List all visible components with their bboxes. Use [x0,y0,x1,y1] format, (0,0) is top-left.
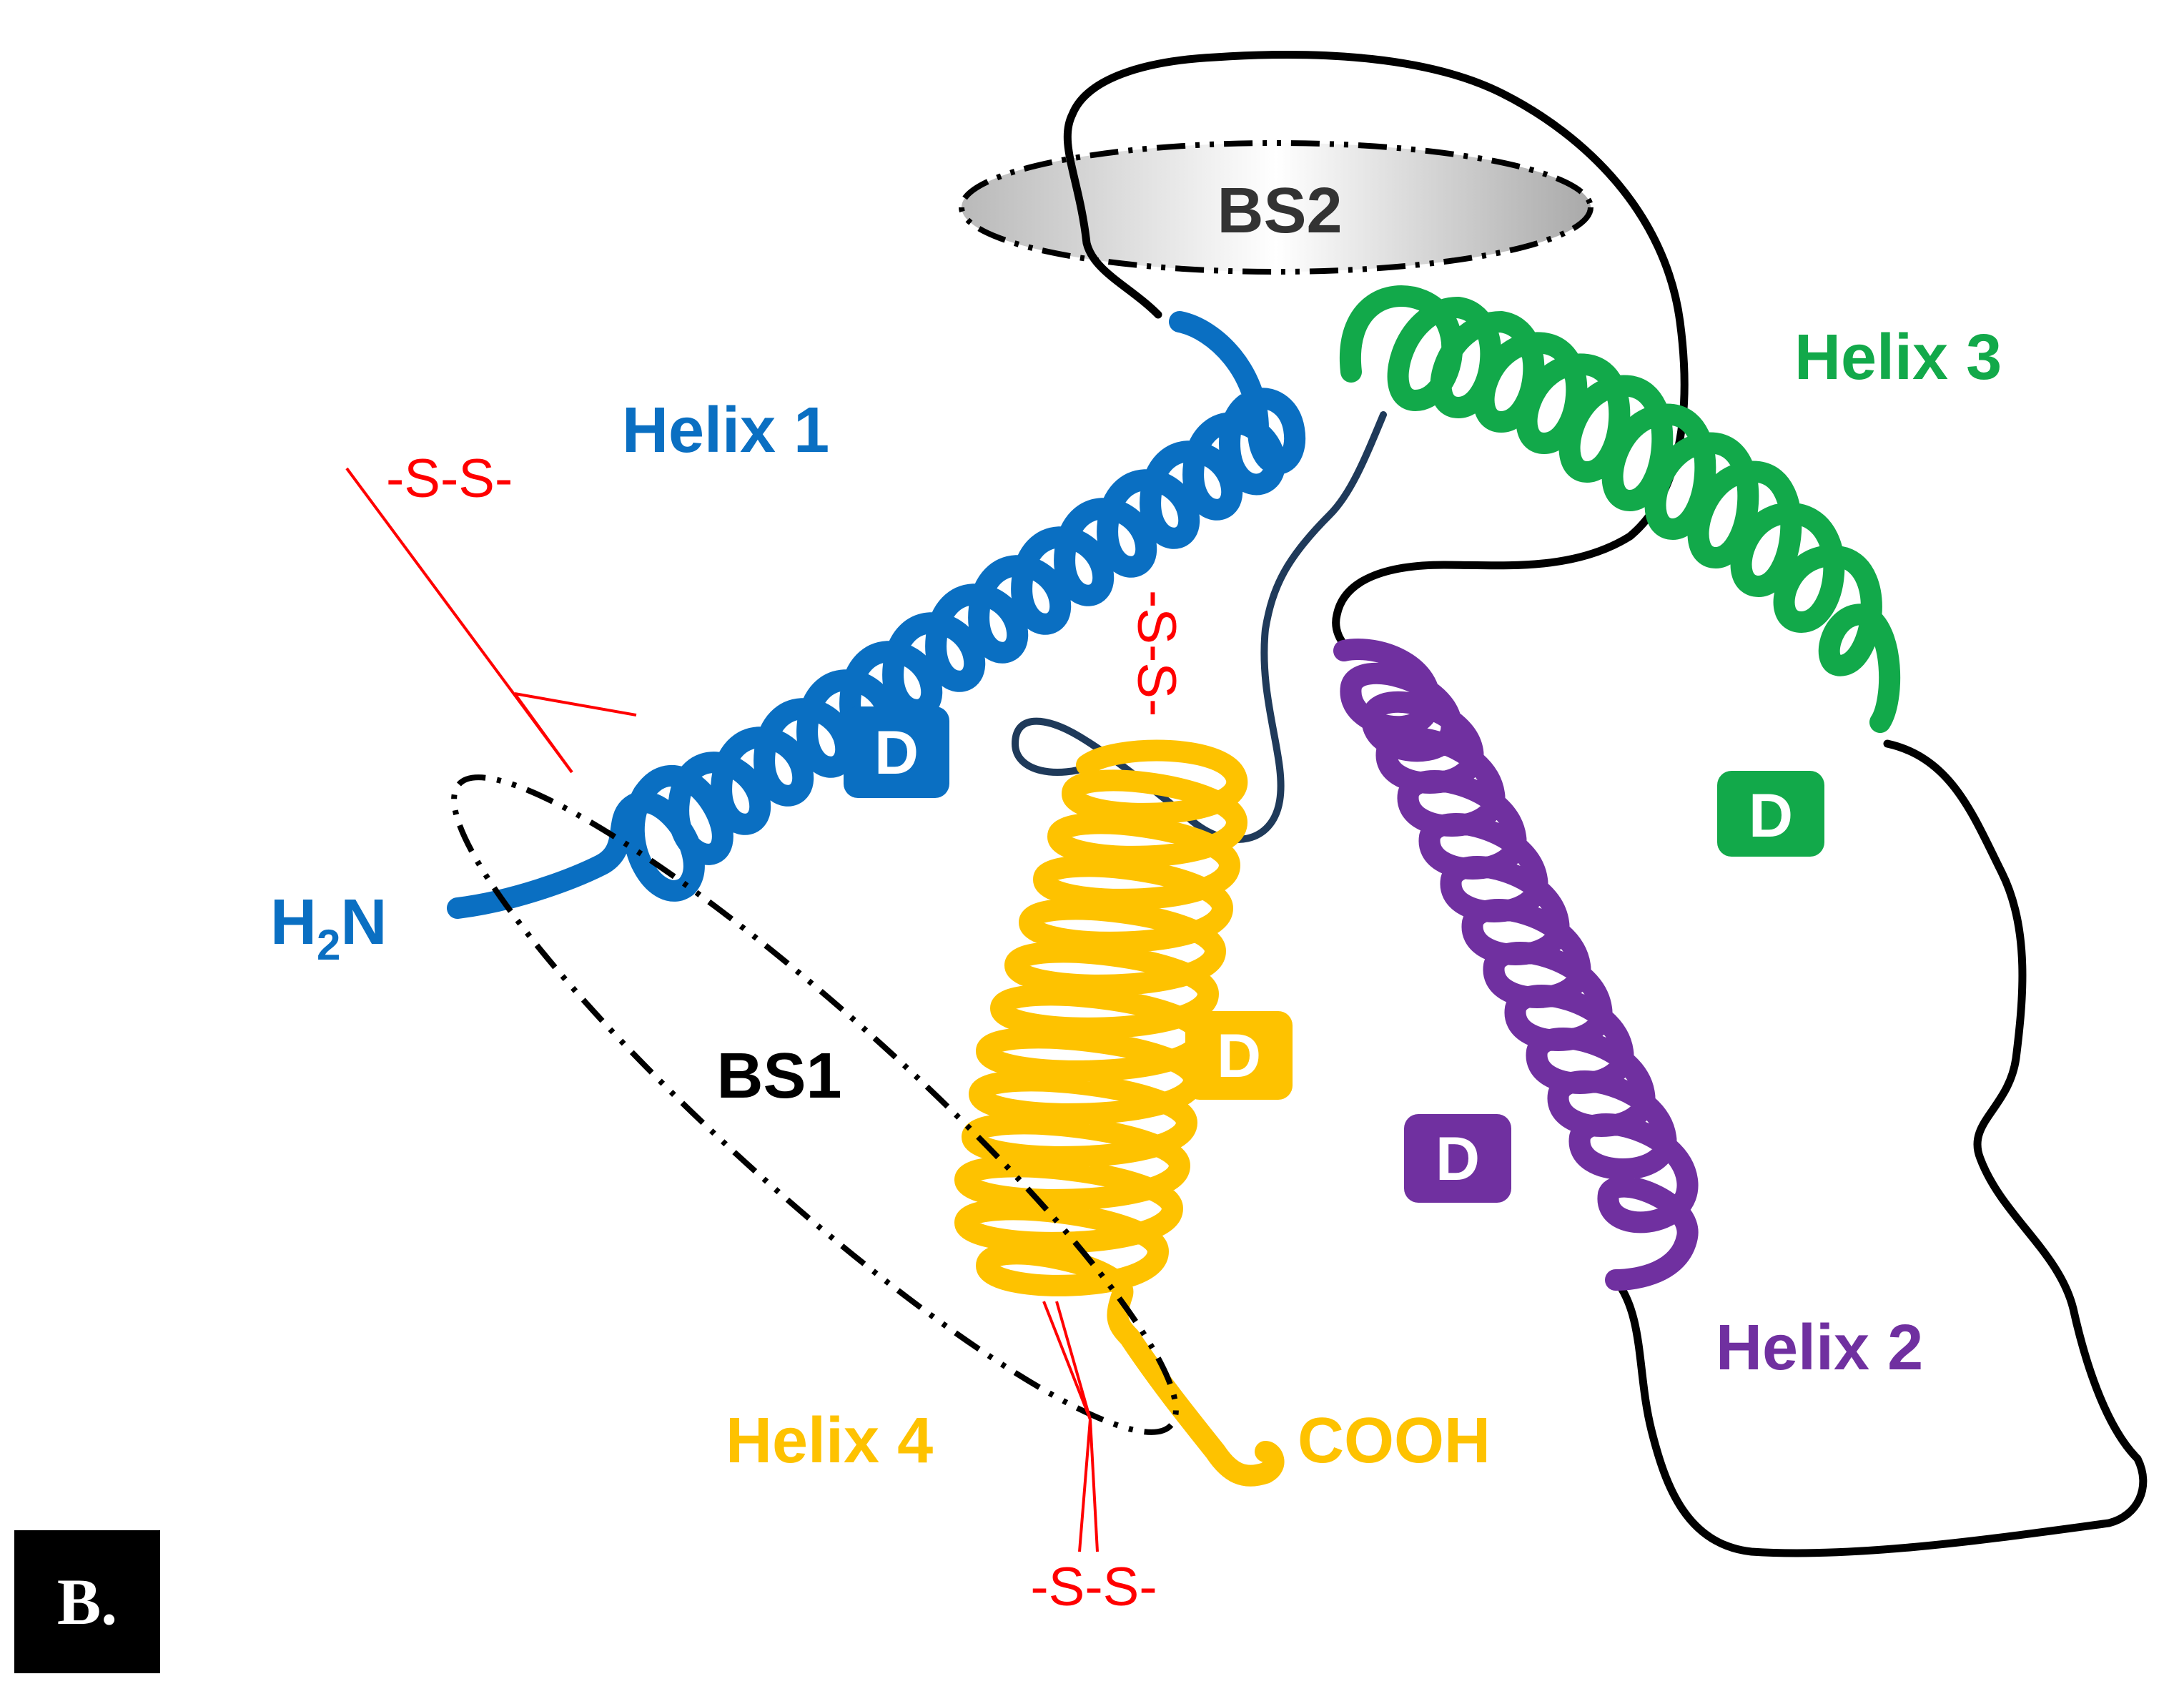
domain-badge-label: D [874,719,919,787]
domain-badge-label: D [1436,1125,1480,1193]
dashed-ellipse-icon [959,140,1593,275]
domain-badge [844,706,949,798]
connecting-loop [1011,411,1387,843]
helix-1-label: Helix 1 [622,395,829,466]
domain-badge-label: D [1217,1022,1261,1090]
binding-site-bs2: BS2 [959,140,1593,275]
alpha-helix-coil-icon [1339,285,1901,733]
alpha-helix-coil-icon [954,739,1285,1487]
helix-3-label: Helix 3 [1794,322,2002,393]
domain-badge [1404,1114,1511,1203]
disulfide-bond-icon [345,467,637,774]
n-terminus-label: H2N [270,887,387,969]
disulfide-bond-icon [1042,1301,1099,1552]
disulfide-label-center: -S-S- [1126,590,1187,716]
alpha-helix-coil-icon [447,311,1306,919]
bs2-label: BS2 [1217,175,1342,247]
dashed-ellipse-icon [451,774,1179,1435]
helix-4-label: Helix 4 [726,1405,933,1477]
helix-2-label: Helix 2 [1716,1312,1923,1384]
domain-badge [1717,771,1824,857]
domain-badge [1185,1011,1293,1100]
c-terminus-label: COOH [1298,1405,1491,1477]
alpha-helix-coil-icon [1333,639,1699,1291]
panel-label: B. [14,1530,160,1673]
disulfide-label-top-left: -S-S- [386,448,513,509]
disulfide-label-bottom: -S-S- [1030,1557,1157,1617]
helix-3: D Helix 3 [1339,285,2002,857]
domain-badge-label: D [1749,782,1793,850]
loop-icon [1063,51,2148,1557]
helix-4: D Helix 4 COOH [726,739,1491,1487]
helix-1: D Helix 1 H2N [270,311,1306,969]
helix-2: D Helix 2 [1333,639,1923,1384]
binding-site-bs1: BS1 [451,774,1179,1435]
disulfide-bonds: -S-S- -S-S- -S-S- [345,448,1187,1617]
bs1-label: BS1 [716,1040,841,1112]
